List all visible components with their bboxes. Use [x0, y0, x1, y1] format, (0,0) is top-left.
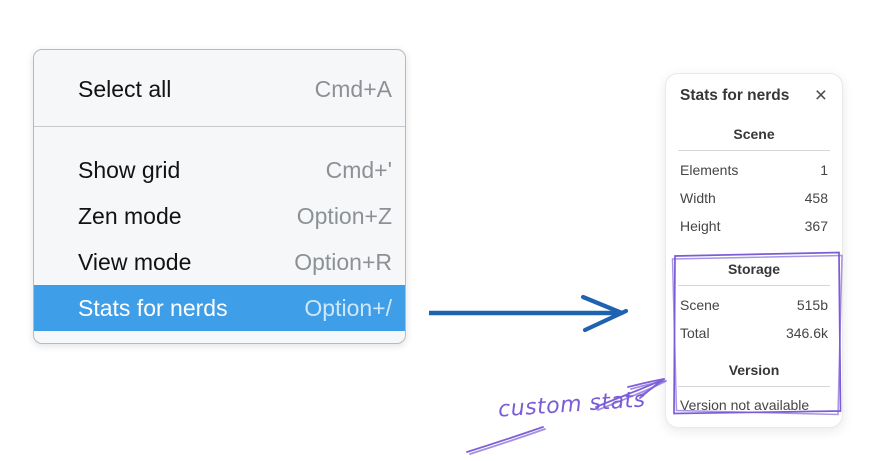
stat-label: Height — [680, 218, 721, 234]
stat-value: 1 — [820, 162, 828, 178]
stat-row-height: Height 367 — [680, 212, 828, 240]
stats-panel: Stats for nerds × Scene Elements 1 Width… — [665, 73, 843, 428]
stats-section-version: Version Version not available — [678, 362, 830, 418]
menu-item-label: Select all — [78, 75, 172, 102]
stat-label: Total — [680, 325, 710, 341]
menu-item-shortcut: Option+Z — [296, 202, 392, 229]
context-menu: Select all Cmd+A Show grid Cmd+' Zen mod… — [33, 49, 406, 344]
stat-row-scene-size: Scene 515b — [680, 291, 828, 319]
section-divider — [678, 386, 830, 387]
menu-item-shortcut: Option+R — [294, 248, 392, 275]
menu-item-show-grid[interactable]: Show grid Cmd+' — [34, 147, 405, 193]
menu-item-zen-mode[interactable]: Zen mode Option+Z — [34, 193, 405, 239]
close-icon[interactable]: × — [814, 84, 827, 107]
menu-divider — [34, 126, 405, 127]
menu-section-top: Select all Cmd+A — [34, 50, 405, 126]
section-header: Version — [728, 362, 780, 378]
section-divider — [678, 285, 830, 286]
annotation-custom-stats-label: custom stats — [497, 387, 647, 423]
menu-item-view-mode[interactable]: View mode Option+R — [34, 239, 405, 285]
stat-row-elements: Elements 1 — [680, 156, 828, 184]
stat-label: Scene — [680, 297, 720, 313]
stat-label: Width — [680, 190, 716, 206]
section-header: Scene — [733, 126, 775, 142]
stats-section-scene: Scene Elements 1 Width 458 Height 367 — [678, 126, 830, 240]
blue-arrow — [429, 294, 629, 333]
version-note: Version not available — [680, 397, 810, 413]
section-divider — [678, 150, 830, 151]
section-header: Storage — [727, 261, 781, 277]
menu-item-shortcut: Cmd+A — [314, 75, 392, 102]
menu-item-label: Stats for nerds — [78, 294, 228, 321]
menu-item-shortcut: Option+/ — [304, 294, 392, 321]
stat-label: Elements — [680, 162, 739, 178]
stats-panel-header: Stats for nerds × — [680, 84, 828, 107]
stat-value: 515b — [796, 297, 828, 313]
menu-item-stats-for-nerds[interactable]: Stats for nerds Option+/ — [34, 285, 405, 331]
stats-section-storage: Storage Scene 515b Total 346.6k — [678, 261, 830, 347]
stat-value: 458 — [804, 190, 828, 206]
menu-item-label: Zen mode — [78, 202, 182, 229]
stat-row-width: Width 458 — [680, 184, 828, 212]
stat-row-total-size: Total 346.6k — [680, 319, 828, 347]
menu-item-shortcut: Cmd+' — [325, 156, 392, 183]
stat-value: 346.6k — [785, 325, 828, 341]
menu-item-label: Show grid — [78, 156, 181, 183]
menu-section-bottom: Show grid Cmd+' Zen mode Option+Z View m… — [34, 127, 405, 343]
stat-value: 367 — [804, 218, 828, 234]
menu-item-label: View mode — [78, 248, 192, 275]
panel-title: Stats for nerds — [680, 87, 790, 104]
menu-item-select-all[interactable]: Select all Cmd+A — [34, 66, 405, 112]
